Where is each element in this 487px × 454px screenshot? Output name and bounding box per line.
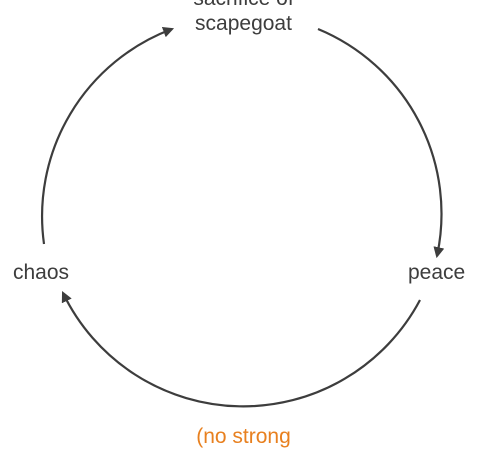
arrow-scapegoat-to-peace xyxy=(317,27,445,259)
node-chaos: chaos xyxy=(13,261,70,284)
arrow-peace-to-chaos xyxy=(61,291,421,408)
node-top-line2: scapegoat xyxy=(195,12,292,35)
node-peace: peace xyxy=(408,261,466,284)
node-top-line1: sacrifice of xyxy=(0,0,487,11)
node-sacrifice-of-scapegoat: sacrifice of scapegoat xyxy=(0,0,487,36)
arrow-chaos-to-scapegoat xyxy=(41,26,175,245)
node-no-strong: (no strong xyxy=(196,425,291,448)
